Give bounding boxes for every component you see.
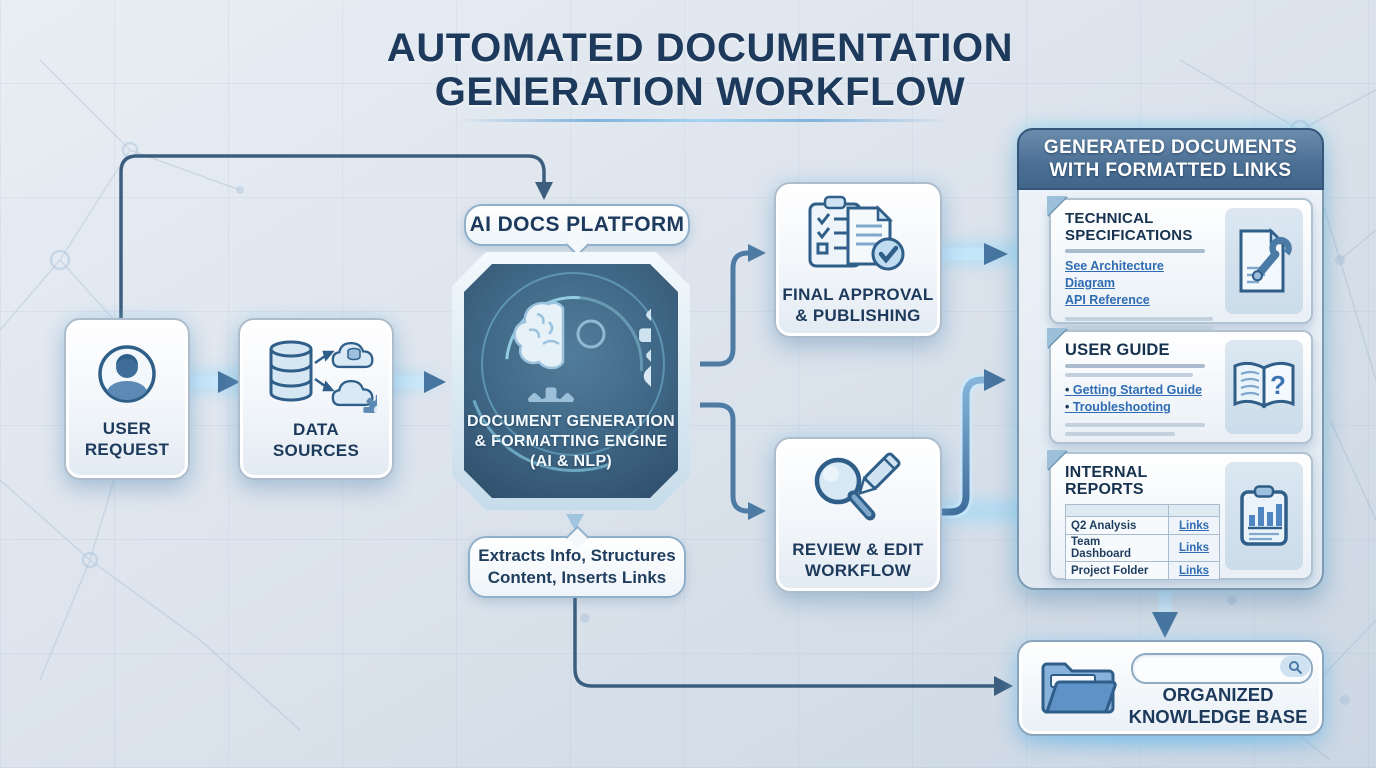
report-link[interactable]: Links [1168, 516, 1220, 535]
engine-note: Extracts Info, Structures Content, Inser… [468, 525, 686, 598]
page-fold-icon [1047, 450, 1067, 470]
link-getting-started-guide[interactable]: Getting Started Guide [1065, 382, 1217, 399]
table-row: Team Dashboard Links [1065, 534, 1220, 562]
card2-title: USER GUIDE [1065, 341, 1170, 359]
final-approval-label-line2: & PUBLISHING [795, 306, 921, 325]
link-troubleshooting[interactable]: Troubleshooting [1065, 399, 1217, 416]
user-request-label-line2: REQUEST [84, 440, 170, 459]
page-fold-icon [1047, 328, 1067, 348]
node-knowledge-base: ORGANIZED KNOWLEDGE BASE [1017, 640, 1324, 736]
card1-title-line1: TECHNICAL [1065, 210, 1154, 227]
reports-table: Q2 Analysis Links Team Dashboard Links P… [1065, 504, 1220, 580]
panel-header-line1: GENERATED DOCUMENTS [1043, 137, 1298, 158]
report-link[interactable]: Links [1168, 561, 1220, 580]
engine-note-line1: Extracts Info, Structures [478, 546, 676, 565]
magnifier-pencil-icon [814, 452, 901, 521]
review-edit-label-line1: REVIEW & EDIT [792, 540, 924, 559]
page-fold-icon [1047, 196, 1067, 216]
engine-label-line3: (AI & NLP) [529, 453, 613, 470]
search-icon[interactable] [1280, 656, 1310, 677]
page-title-line1: AUTOMATED DOCUMENTATION [386, 26, 1014, 70]
table-row: Project Folder Links [1065, 561, 1220, 580]
approval-checklist-icon [808, 195, 905, 271]
table-row: Q2 Analysis Links [1065, 516, 1220, 535]
card1-title-line2: SPECIFICATIONS [1065, 227, 1193, 244]
final-approval-label-line1: FINAL APPROVAL [782, 285, 934, 304]
card-user-guide: ? USER GUIDE Getting Started Guide Troub… [1047, 328, 1313, 444]
brain-gear-icon [491, 282, 651, 402]
document-wrench-icon [1239, 228, 1292, 293]
engine-label-line1: DOCUMENT GENERATION [466, 413, 676, 430]
search-input[interactable] [1131, 653, 1313, 684]
card-internal-reports: INTERNAL REPORTS Q2 Analysis Links Team … [1047, 450, 1313, 580]
link-see-architecture-diagram[interactable]: See Architecture Diagram [1065, 259, 1164, 290]
page-title-line2: GENERATION WORKFLOW [434, 70, 966, 114]
report-name: Q2 Analysis [1065, 516, 1169, 535]
svg-text:?: ? [1270, 370, 1286, 400]
card-technical-specifications: TECHNICAL SPECIFICATIONS See Architectur… [1047, 196, 1313, 339]
engine-label-line2: & FORMATTING ENGINE [474, 433, 668, 450]
engine-screen: DOCUMENT GENERATION & FORMATTING ENGINE … [464, 264, 678, 498]
database-clouds-icon [269, 340, 377, 413]
knowledge-base-label-line1: ORGANIZED [1162, 684, 1274, 705]
report-link[interactable]: Links [1168, 534, 1220, 562]
folder-icon [1041, 662, 1117, 714]
card3-title: INTERNAL REPORTS [1065, 464, 1148, 498]
node-final-approval: FINAL APPROVAL & PUBLISHING [774, 182, 942, 338]
open-book-question-icon: ? [1233, 361, 1295, 409]
node-review-edit: REVIEW & EDIT WORKFLOW [774, 437, 942, 593]
node-engine: DOCUMENT GENERATION & FORMATTING ENGINE … [452, 252, 690, 510]
page-title: AUTOMATED DOCUMENTATION GENERATION WORKF… [300, 26, 1100, 114]
report-name: Team Dashboard [1065, 534, 1169, 562]
platform-tag-label: AI DOCS PLATFORM [469, 213, 685, 236]
knowledge-base-label-line2: KNOWLEDGE BASE [1128, 706, 1308, 727]
user-request-label-line1: USER [102, 419, 152, 438]
title-underline [455, 119, 950, 122]
engine-note-line2: Content, Inserts Links [487, 568, 667, 587]
clipboard-chart-icon [1240, 485, 1288, 546]
generated-documents-panel: GENERATED DOCUMENTS WITH FORMATTED LINKS [1017, 128, 1324, 590]
panel-header: GENERATED DOCUMENTS WITH FORMATTED LINKS [1017, 128, 1324, 190]
review-edit-label-line2: WORKFLOW [804, 561, 912, 580]
panel-header-line2: WITH FORMATTED LINKS [1049, 160, 1292, 181]
data-sources-label-line1: DATA [293, 420, 339, 439]
node-user-request: USER REQUEST [64, 318, 190, 480]
data-sources-label-line2: SOURCES [272, 441, 360, 460]
report-name: Project Folder [1065, 561, 1169, 580]
node-data-sources: DATA SOURCES [238, 318, 394, 480]
person-avatar-icon [98, 345, 156, 403]
platform-tag: AI DOCS PLATFORM [464, 204, 690, 257]
link-api-reference[interactable]: API Reference [1065, 293, 1150, 307]
